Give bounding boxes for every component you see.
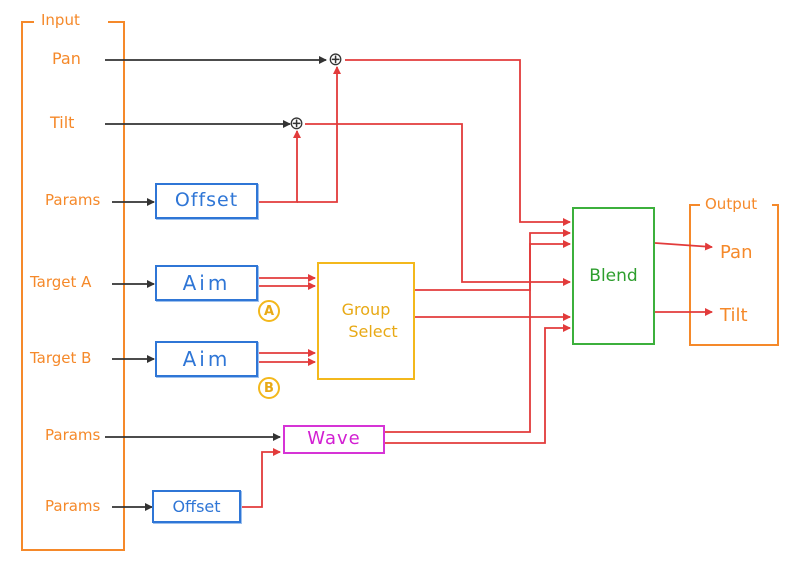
input-params-label-3: Params [45,497,101,515]
input-params-label-1: Params [45,191,101,209]
input-group-frame [21,21,125,551]
group-select-line2: Select [348,322,398,341]
wave-to-blend-1 [385,240,571,433]
group-select-line1: Group [341,300,391,320]
tilt-adder-to-blend [305,123,571,286]
output-group-frame [689,204,779,346]
offset-to-pan-adder [297,66,341,203]
input-target-a-label: Target A [30,273,92,291]
output-group-title: Output [702,195,761,213]
blend-block: Blend [572,207,655,345]
wave-block: Wave [283,425,385,454]
aim-block-a: Aim [155,265,258,301]
blend-to-output-pan [654,242,713,251]
badge-a: A [258,300,280,322]
pan-adder-to-blend [345,59,571,226]
pan-adder-icon: ⊕ [328,49,344,70]
output-pan-label: Pan [720,242,753,263]
offset-to-tilt-adder [258,130,301,203]
offset-block-top: Offset [155,183,258,219]
input-pan-label: Pan [52,49,81,68]
offset-block-bottom: Offset [152,490,241,523]
tilt-adder-icon: ⊕ [289,113,305,134]
aim-block-b: Aim [155,341,258,377]
input-tilt-label: Tilt [50,113,75,132]
input-group-title: Input [38,11,83,29]
wave-to-blend-2 [385,324,571,444]
output-tilt-label: Tilt [720,305,748,326]
group-select-block: Group Select [317,262,415,380]
input-params-label-2: Params [45,426,101,444]
offset-bottom-to-wave [240,448,281,508]
badge-b: B [258,377,280,399]
input-target-b-label: Target B [30,349,92,367]
